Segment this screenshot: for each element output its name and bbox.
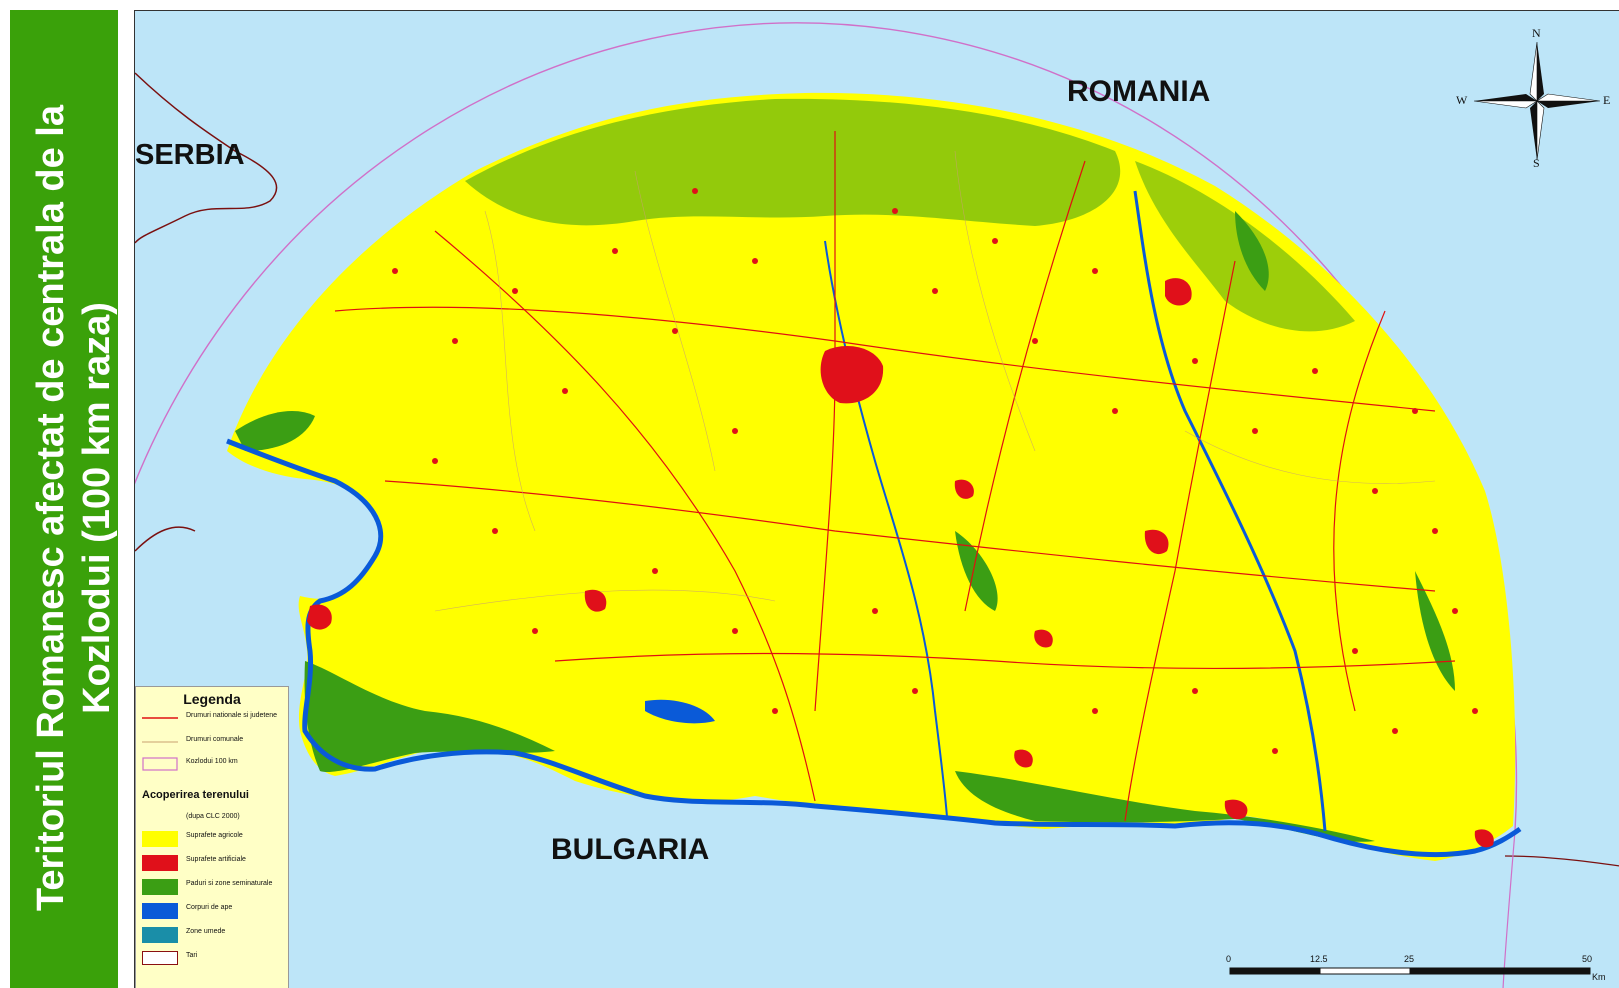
border-serbia-bulgaria <box>135 526 196 552</box>
artificial-swatch <box>142 855 178 871</box>
legend-item-buffer: Kozlodui 100 km <box>142 755 288 773</box>
legend-item-artificial: Suprafete artificiale <box>142 853 288 871</box>
title-band: Teritoriul Romanesc afectat de centrala … <box>10 10 118 988</box>
urban-turnu <box>1474 829 1494 848</box>
compass-rose: N S W E <box>1456 26 1612 172</box>
country-swatch <box>142 951 178 965</box>
scale-tick-25: 25 <box>1404 954 1415 964</box>
urban-slatina <box>1165 278 1192 306</box>
buffer-outline-edge <box>1502 830 1516 988</box>
legend-section-note: (dupa CLC 2000) <box>186 813 240 820</box>
urban-corabia <box>1224 799 1248 820</box>
settlement-dots <box>392 188 1478 754</box>
forest-north <box>465 98 1121 226</box>
forest-w <box>235 411 315 451</box>
water-swatch <box>142 903 178 919</box>
legend-item-wetlands: Zone umede <box>142 925 288 943</box>
buffer-outline-icon <box>142 757 178 771</box>
legend-item-forest: Paduri si zone seminaturale <box>142 877 288 895</box>
forest-sw <box>304 661 555 772</box>
urban-drobeta <box>954 479 974 499</box>
urban-dabuleni <box>1014 749 1033 768</box>
scale-bar: 0 12.5 25 50 Km <box>1226 950 1616 986</box>
country-label-serbia: SERBIA <box>135 139 245 171</box>
lake-sw <box>645 699 715 724</box>
border-east <box>1504 855 1619 867</box>
legend-item-local-roads: Drumuri comunale <box>142 733 288 751</box>
forest-center <box>955 531 998 611</box>
compass-north: N <box>1532 26 1541 40</box>
road-line-icon <box>142 717 178 719</box>
border-serbia-romania <box>135 72 278 244</box>
wetland-swatch <box>142 927 178 943</box>
forest-swatch <box>142 879 178 895</box>
country-label-romania: ROMANIA <box>1067 75 1211 108</box>
legend-title: Legenda <box>183 691 241 707</box>
legend-section-title: Acoperirea terenului <box>142 789 249 801</box>
legend-item-agriculture: Suprafete agricole <box>142 829 288 847</box>
legend-item-water: Corpuri de ape <box>142 901 288 919</box>
local-road-line-icon <box>142 741 178 743</box>
scale-tick-0: 0 <box>1226 954 1232 964</box>
scale-unit: Km <box>1592 972 1606 982</box>
legend-item-countries: Tari <box>142 949 288 967</box>
agriculture-area <box>227 92 1516 861</box>
scale-tick-12-5: 12.5 <box>1310 954 1328 964</box>
agriculture-swatch <box>142 831 178 847</box>
legend: Legenda Drumuri nationale si judetene Dr… <box>135 686 289 988</box>
danube-river <box>226 438 1522 858</box>
urban-areas <box>307 278 1494 848</box>
urban-bailesti <box>584 589 607 612</box>
forest-ce <box>1235 211 1269 291</box>
scale-bar-graphic <box>1229 967 1591 975</box>
urban-craiova <box>820 346 884 404</box>
urban-caracal <box>1144 529 1169 555</box>
scale-tick-50: 50 <box>1582 954 1593 964</box>
river-olt <box>1133 190 1327 832</box>
local-roads <box>434 150 1436 612</box>
compass-star-icon <box>1473 41 1601 161</box>
legend-item-national-roads: Drumuri nationale si judetene <box>142 709 288 727</box>
country-label-bulgaria: BULGARIA <box>551 833 710 866</box>
map-frame: ROMANIA SERBIA BULGARIA <box>134 10 1619 988</box>
river-jiu <box>824 240 948 818</box>
map-title: Teritoriul Romanesc afectat de centrala … <box>30 105 118 912</box>
compass-west: W <box>1456 93 1468 107</box>
compass-east: E <box>1603 93 1611 107</box>
map-canvas <box>135 22 1619 988</box>
compass-south: S <box>1533 156 1540 170</box>
urban-calafat <box>307 604 332 630</box>
urban-balș <box>1034 629 1053 648</box>
